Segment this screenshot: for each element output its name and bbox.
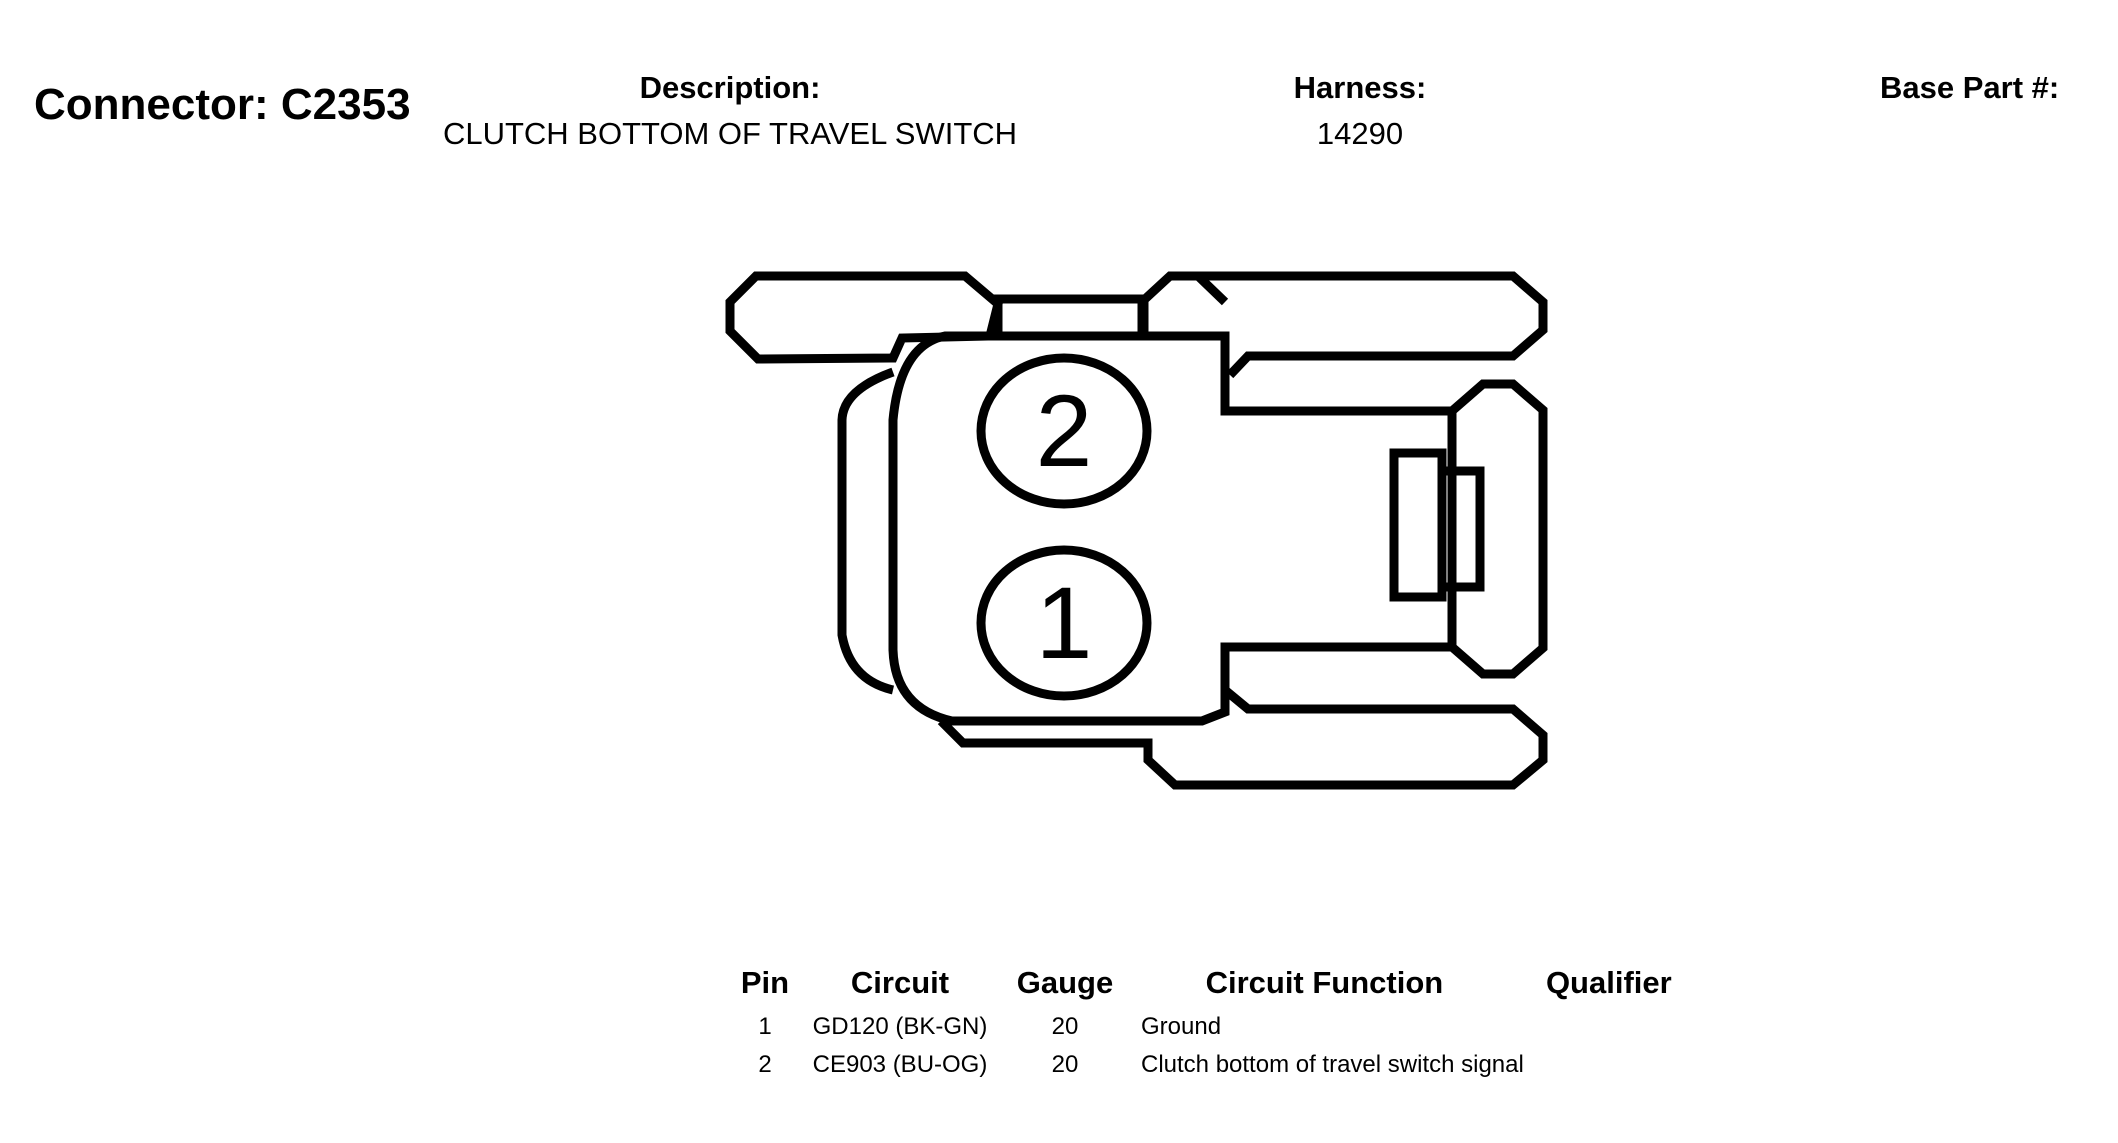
right-key-inner [1437,466,1485,592]
harness-value: 14290 [1316,116,1404,151]
latch-tab-top-left [725,271,1004,364]
harness-label: Harness: [1293,70,1427,105]
pin-number-2: 2 [1036,374,1093,488]
table-row: 2 CE903 (BU-OG) 20 Clutch bottom of trav… [735,1047,1694,1085]
description-label: Description: [639,70,821,105]
cell-circuit: CE903 (BU-OG) [812,1051,988,1078]
cell-pin: 2 [758,1051,772,1078]
right-latch [1449,379,1548,679]
header-pin: Pin [740,965,790,1000]
header-gauge: Gauge [1016,965,1114,1000]
table-row: 1 GD120 (BK-GN) 20 Ground [735,1009,1694,1047]
connector-title: Connector: C2353 [34,80,411,129]
pin-cavity-1 [976,545,1152,701]
pin-table: Pin Circuit Gauge Circuit Function Quali… [735,965,1694,1085]
cell-qualifier [1524,1009,1694,1047]
cell-qualifier [1524,1047,1694,1085]
pin-table-header-row: Pin Circuit Gauge Circuit Function Quali… [735,965,1694,1009]
latch-tab-top-right [1198,271,1548,379]
top-bridge [993,294,1147,336]
pin-number-1: 1 [1036,566,1093,680]
cell-gauge: 20 [1051,1013,1079,1040]
top-notch [1139,271,1229,336]
housing-body [888,331,1457,726]
header-qualifier: Qualifier [1545,965,1672,1000]
right-key-outer [1389,448,1447,602]
cell-circuit: GD120 (BK-GN) [812,1013,988,1040]
cell-circuit-function: Ground [1141,1013,1222,1040]
base-part-label: Base Part #: [1880,70,2060,105]
header-circuit-function: Circuit Function [1205,965,1444,1000]
cell-pin: 1 [758,1013,772,1040]
pin-cavity-2 [976,353,1152,509]
cell-circuit-function: Clutch bottom of travel switch signal [1141,1051,1524,1078]
bottom-notch [937,686,1548,790]
header-circuit: Circuit [850,965,950,1000]
cell-gauge: 20 [1051,1051,1079,1078]
description-value: CLUTCH BOTTOM OF TRAVEL SWITCH [442,116,1018,151]
housing-left-cap [837,367,895,695]
